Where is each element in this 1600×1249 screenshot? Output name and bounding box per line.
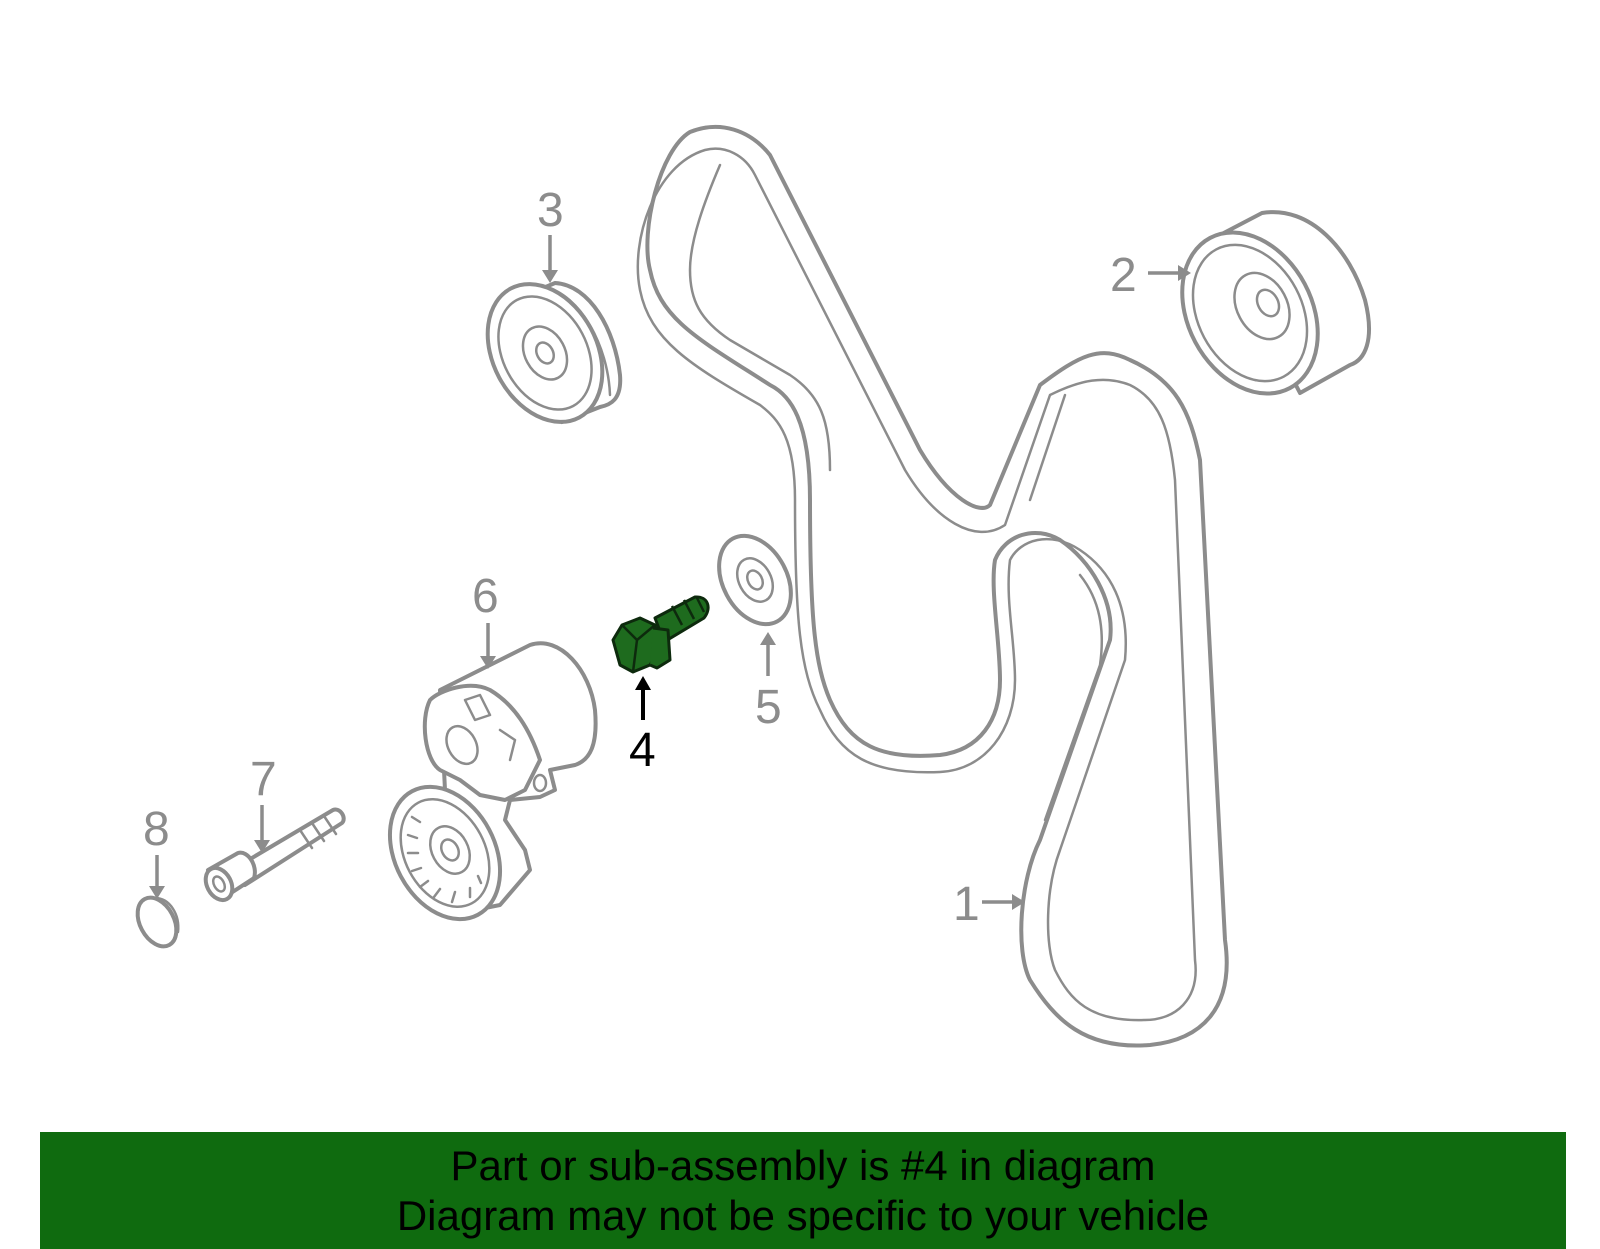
idler-pulley-icon[interactable]: [1155, 209, 1371, 417]
info-banner: Part or sub-assembly is #4 in diagram Di…: [40, 1132, 1566, 1249]
callout-1: 1: [953, 878, 980, 931]
callout-5: 5: [755, 681, 782, 734]
banner-line-disclaimer: Diagram may not be specific to your vehi…: [396, 1191, 1210, 1239]
dust-cap-icon[interactable]: [130, 891, 184, 953]
callout-4: 4: [629, 724, 656, 777]
callout-8: 8: [143, 803, 170, 856]
callout-labels: 1 2 3 4 5 6 7 8: [143, 184, 1137, 931]
belt-icon[interactable]: [636, 124, 1229, 1048]
washer-icon[interactable]: [705, 523, 806, 636]
tensioner-bolt-icon[interactable]: [200, 807, 346, 904]
callout-3: 3: [537, 184, 564, 237]
callout-6: 6: [472, 570, 499, 623]
callout-7: 7: [250, 753, 277, 806]
callout-2: 2: [1110, 249, 1137, 302]
bolt-icon[interactable]: [611, 595, 710, 674]
banner-line-part-number: Part or sub-assembly is #4 in diagram: [450, 1141, 1156, 1189]
grooved-pulley-icon[interactable]: [465, 264, 625, 442]
tensioner-icon[interactable]: [368, 641, 598, 938]
callout-arrows: [149, 235, 1191, 910]
